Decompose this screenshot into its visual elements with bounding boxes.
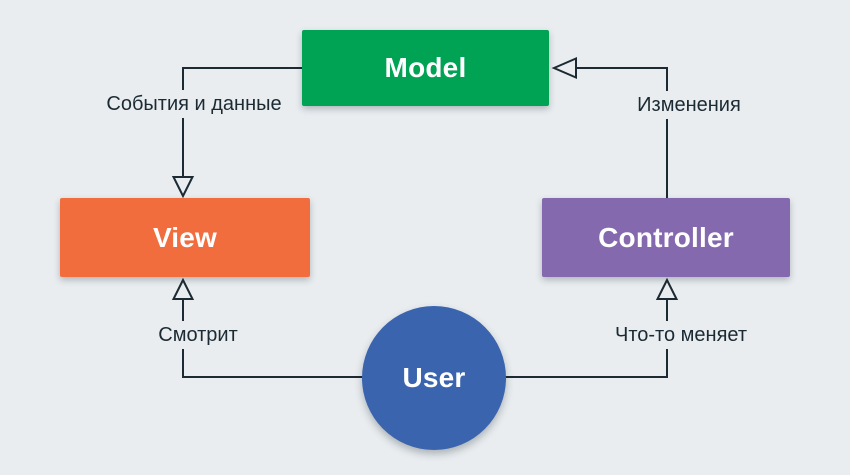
node-model: Model — [302, 30, 549, 106]
node-user-label: User — [402, 362, 466, 393]
arrowhead-into-view-bottom — [171, 277, 195, 300]
edge-label-changes: Изменения — [631, 91, 747, 119]
edge-controller-to-model-line — [576, 67, 668, 198]
arrowhead-into-model-right — [551, 56, 577, 80]
edge-model-to-view-line — [182, 67, 302, 177]
arrowhead-into-view-top — [171, 176, 195, 199]
edge-label-looks: Смотрит — [152, 321, 244, 349]
node-view-label: View — [152, 221, 218, 253]
edge-label-modifies-something: Что-то меняет — [608, 321, 754, 349]
node-controller-label: Controller — [598, 221, 734, 253]
edge-label-events-and-data: События и данные — [100, 90, 288, 118]
arrowhead-into-controller-bottom — [655, 277, 679, 300]
node-view: View — [60, 198, 310, 277]
node-model-label: Model — [384, 52, 467, 83]
node-controller: Controller — [542, 198, 790, 277]
node-user: User — [362, 306, 506, 450]
